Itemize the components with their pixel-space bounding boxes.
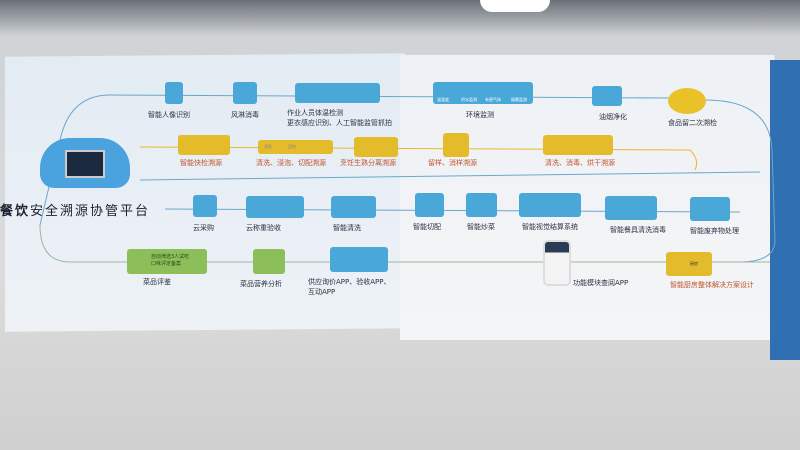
dish-review-icon: 自动筛选3人试吃口味评定备案 — [127, 249, 207, 274]
label-weighing: 云称重验收 — [246, 224, 281, 232]
flow-line-row4 — [39, 224, 770, 263]
label-sample-check: 食品留二次溯检 — [668, 119, 717, 127]
face-recognition-icon — [165, 82, 183, 104]
label-cooking: 烹饪生熟分离溯源 — [340, 159, 396, 167]
computer-icon — [65, 150, 105, 178]
cup — [480, 0, 550, 12]
flow-line-row2 — [139, 146, 698, 171]
staff-monitoring-icons — [295, 83, 380, 103]
label-wash-soak: 清洗、浸泡、切配溯源 — [256, 159, 326, 167]
label-environment: 环境监测 — [466, 111, 494, 119]
quick-test-icon — [178, 135, 230, 155]
label-air-shower: 风淋消毒 — [231, 111, 259, 119]
flow-line-right-loop — [704, 99, 776, 263]
sensor-temp: 温湿度 — [437, 97, 449, 102]
nutrition-icon — [253, 249, 285, 274]
wash-soak-icon: 清洗 浸泡 — [258, 140, 333, 154]
sample-retention-icon — [443, 133, 469, 157]
blue-folder — [770, 60, 800, 360]
disinfect-dry-icon — [543, 135, 613, 155]
waste-processing-icon — [690, 197, 730, 221]
environment-sensors: 温湿度 积水监测 有害气体 烟雾监测 — [433, 82, 533, 104]
stir-fry-icon — [466, 193, 497, 217]
platform-title: 餐饮安全溯源协管平台 — [0, 204, 151, 219]
label-face-recognition: 智能人像识别 — [148, 111, 190, 119]
kitchen-solution-icon: 厨房 — [666, 252, 712, 276]
cutting-icon — [415, 193, 444, 217]
label-kitchen-solution: 智能厨房整体解决方案设计 — [670, 281, 754, 289]
label-visual-checkout: 智能视觉结算系统 — [522, 223, 578, 231]
weighing-icon — [246, 196, 304, 218]
label-nutrition: 菜品营养分析 — [240, 280, 282, 288]
label-stir-fry: 智能炒菜 — [467, 223, 495, 231]
cooking-icon — [354, 137, 398, 157]
sensor-water: 积水监测 — [461, 97, 477, 102]
cloud-purchase-icon — [193, 195, 217, 217]
apps-icon — [330, 247, 388, 272]
air-shower-icon — [233, 82, 257, 104]
label-waste: 智能废弃物处理 — [690, 227, 739, 235]
flow-line-return — [139, 171, 761, 181]
label-disinfect-dry: 清洗、消毒、烘干溯源 — [545, 159, 615, 167]
sample-check-icon — [668, 88, 706, 114]
label-staff-monitoring: 作业人员体温检测更衣感应识别、人工智能监管抓拍 — [287, 109, 392, 127]
visual-checkout-icon — [519, 193, 581, 217]
label-apps: 供应询价APP、验收APP、互动APP — [308, 278, 391, 296]
washing-icon — [331, 196, 376, 218]
sensor-smoke: 烟雾监测 — [511, 97, 527, 102]
sensor-gas: 有害气体 — [485, 97, 501, 102]
label-cutting: 智能切配 — [413, 223, 441, 231]
label-sample-retention: 留样、消样溯源 — [428, 159, 477, 167]
label-washing: 智能清洗 — [333, 224, 361, 232]
dish-wash-icon — [605, 196, 657, 220]
label-cloud-purchase: 云采购 — [193, 224, 214, 232]
label-dish-wash: 智能餐具清洗消毒 — [610, 226, 666, 234]
label-dish-review: 菜品评鉴 — [143, 278, 171, 286]
phone-app-icon — [543, 240, 571, 286]
label-function-app: 功能模块查阅APP — [573, 279, 629, 287]
label-fume: 油烟净化 — [599, 113, 627, 121]
fume-purifier-icon — [592, 86, 622, 106]
label-quick-test: 智能快检溯源 — [180, 159, 222, 167]
